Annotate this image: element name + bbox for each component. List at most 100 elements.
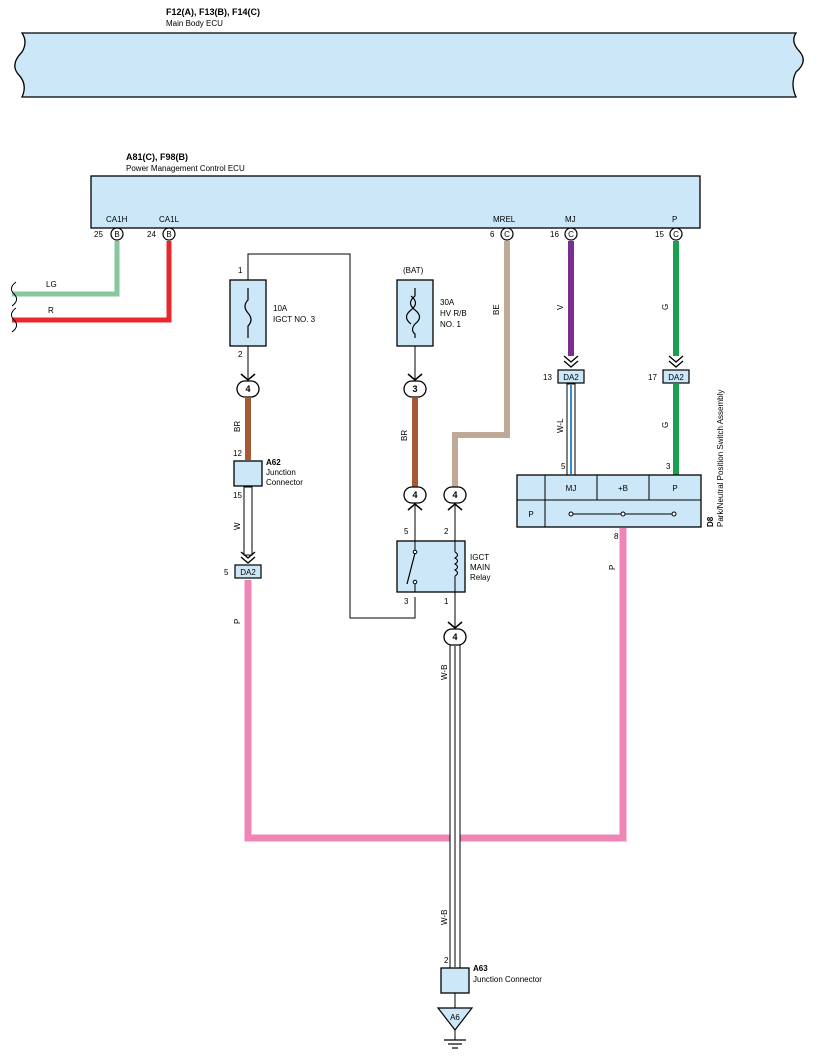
- a62-name2: Connector: [266, 478, 303, 487]
- da2-mid: DA2 13: [543, 355, 585, 384]
- pin-conn-ca1h: B: [114, 230, 119, 239]
- fuse1-pin-top: 1: [238, 266, 243, 275]
- wire-label-p-left: P: [233, 619, 242, 624]
- a63-code: A63: [473, 964, 488, 973]
- a63-pin: 2: [444, 956, 449, 965]
- wire-label-br-mid: BR: [400, 430, 409, 441]
- a62-pin-top: 12: [233, 449, 242, 458]
- relay-coil-symbol: [453, 541, 459, 592]
- pin-label-ca1h: CA1H: [106, 215, 128, 224]
- d8-col-mj: MJ: [566, 484, 577, 493]
- fuse2-supply: (BAT): [403, 266, 424, 275]
- pin-num-p: 15: [655, 230, 664, 239]
- a62-name1: Junction: [266, 468, 296, 477]
- power-ecu-code: A81(C), F98(B): [126, 152, 188, 162]
- a62-code: A62: [266, 458, 281, 467]
- relay-name1: IGCT: [470, 553, 489, 562]
- pin-num-ca1l: 24: [147, 230, 156, 239]
- pin-conn-mj: C: [568, 230, 574, 239]
- wire-label-br-left: BR: [233, 421, 242, 432]
- conn-circle-5: 4: [443, 621, 467, 646]
- conn-circle-5-num: 4: [452, 632, 457, 642]
- pin-p: C 15: [655, 227, 683, 241]
- ground-label: A6: [450, 1013, 460, 1022]
- a63-name: Junction Connector: [473, 975, 542, 984]
- wire-label-w: W: [233, 522, 242, 530]
- d8-name: Park/Neutral Position Switch Assembly: [716, 390, 725, 527]
- fuse2-name1: HV R/B: [440, 309, 467, 318]
- fuse2-name2: NO. 1: [440, 320, 461, 329]
- main-body-ecu-code: F12(A), F13(B), F14(C): [166, 7, 260, 17]
- a62-pin-bottom: 15: [233, 491, 242, 500]
- wire-label-v: V: [556, 304, 565, 310]
- relay-pin-2: 2: [444, 527, 449, 536]
- relay-switch-symbol: [406, 541, 418, 592]
- conn-circle-1: 4: [236, 373, 260, 398]
- pin-label-ca1l: CA1L: [159, 215, 180, 224]
- wire-label-lg: LG: [46, 280, 57, 289]
- power-ecu-name: Power Management Control ECU: [126, 164, 245, 173]
- conn-circle-2: 3: [403, 373, 427, 398]
- fuse1-rating: 10A: [273, 304, 288, 313]
- ground-icon: [444, 1030, 466, 1049]
- wire-w-left: [243, 486, 253, 556]
- fuse1-pin-bottom: 2: [238, 350, 243, 359]
- wire-igct-loop: [247, 253, 416, 619]
- wire-break-mark: [10, 281, 18, 333]
- conn-circle-1-num: 4: [245, 384, 250, 394]
- da2-right: DA2 17: [648, 355, 690, 384]
- wire-label-wl: W-L: [556, 418, 565, 433]
- d8-code: D8: [706, 516, 715, 527]
- relay-pin-5: 5: [404, 527, 409, 536]
- wire-p-loop: [244, 528, 627, 842]
- fuse1-name: IGCT NO. 3: [273, 315, 316, 324]
- pin-ca1h: B 25: [94, 227, 124, 241]
- power-ecu-box: [90, 175, 701, 229]
- wire-label-wb-top: W-B: [440, 665, 449, 680]
- d8-pin-5: 5: [561, 462, 566, 471]
- d8-grid: [517, 475, 701, 527]
- relay-pin-3: 3: [404, 597, 409, 606]
- conn-circle-2-num: 3: [412, 384, 417, 394]
- wire-r: [12, 241, 172, 323]
- conn-circle-3-num: 4: [412, 490, 417, 500]
- da2-left-pin: 5: [224, 568, 229, 577]
- d8-row-p: P: [528, 510, 533, 519]
- pin-num-ca1h: 25: [94, 230, 103, 239]
- da2-mid-label: DA2: [563, 373, 579, 382]
- pin-conn-p: C: [673, 230, 679, 239]
- a63-box: [440, 967, 470, 994]
- conn-circle-4: 4: [443, 486, 467, 511]
- relay-name3: Relay: [470, 573, 490, 582]
- conn-circle-3: 4: [403, 486, 427, 511]
- d8-col-b: +B: [618, 484, 628, 493]
- pin-mj: C 16: [550, 227, 578, 241]
- pin-conn-ca1l: B: [166, 230, 171, 239]
- ground-triangle: [436, 1007, 474, 1031]
- da2-right-label: DA2: [668, 373, 684, 382]
- relay-name2: MAIN: [470, 563, 490, 572]
- pin-conn-mrel: C: [504, 230, 510, 239]
- pin-label-mj: MJ: [565, 215, 576, 224]
- d8-box: [516, 474, 702, 528]
- pin-num-mrel: 6: [490, 230, 495, 239]
- wire-label-wb-bottom: W-B: [440, 910, 449, 925]
- relay-box: [396, 540, 466, 593]
- wire-be: [452, 241, 510, 487]
- da2-right-pin: 17: [648, 373, 657, 382]
- d8-col-p: P: [672, 484, 677, 493]
- pin-ca1l: B 24: [147, 227, 176, 241]
- wire-lg: [12, 241, 120, 297]
- fuse2-symbol: [405, 288, 421, 338]
- main-body-ecu-name: Main Body ECU: [166, 19, 223, 28]
- wire-label-r: R: [48, 306, 54, 315]
- wire-label-p-right: P: [608, 565, 617, 570]
- main-body-ecu-box: [14, 32, 804, 98]
- relay-pin-1: 1: [444, 597, 449, 606]
- d8-pin-3: 3: [666, 462, 671, 471]
- wire-label-g-mid: G: [661, 422, 670, 428]
- conn-circle-4-num: 4: [452, 490, 457, 500]
- pin-mrel: C 6: [490, 227, 514, 241]
- fuse1-symbol: [244, 288, 252, 338]
